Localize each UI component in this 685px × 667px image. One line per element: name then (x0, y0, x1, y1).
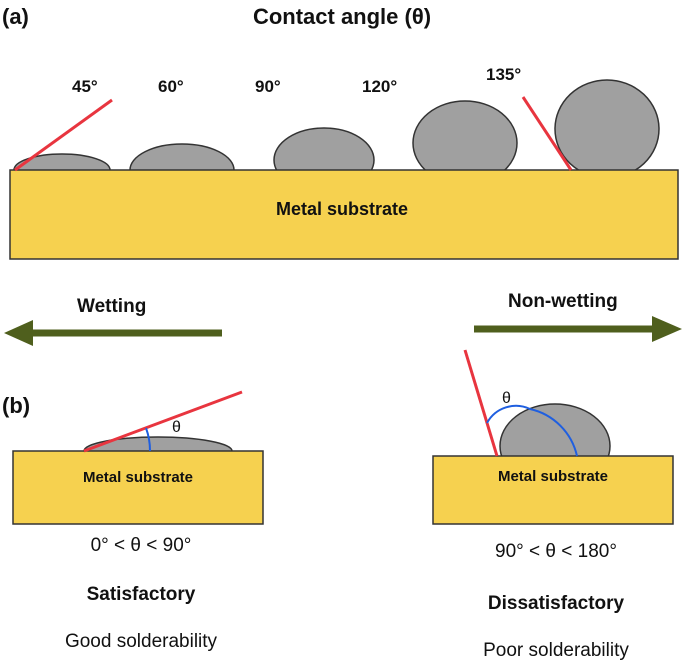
tangent-line-135 (521, 96, 573, 171)
substrate-label-b-left: Metal substrate (83, 469, 193, 486)
note-poor-solderability: Poor solderability (483, 640, 629, 661)
angle-label-45: 45° (72, 77, 98, 96)
tangent-line-non-wetting (463, 349, 499, 457)
substrate-label-a: Metal substrate (276, 199, 408, 219)
range-label-left: 0° < θ < 90° (91, 535, 192, 556)
substrate-label-b-right: Metal substrate (498, 468, 608, 485)
wetting-label: Wetting (77, 296, 146, 317)
metal-substrate-b-left (12, 450, 264, 525)
panel-a-title: Contact angle (θ) (253, 4, 431, 29)
panel-b-label: (b) (2, 393, 30, 418)
metal-substrate-a (9, 169, 679, 260)
angle-label-60: 60° (158, 77, 184, 96)
non-wetting-arrow (474, 316, 682, 342)
metal-substrate-b-right (432, 455, 674, 525)
angle-label-135: 135° (486, 65, 521, 84)
wetting-arrow (4, 320, 222, 346)
verdict-dissatisfactory: Dissatisfactory (488, 593, 625, 614)
angle-arc-wetting (145, 427, 152, 452)
angle-label-120: 120° (362, 77, 397, 96)
panel-a-label: (a) (2, 4, 29, 29)
angle-label-90: 90° (255, 77, 281, 96)
droplet-135 (554, 79, 660, 179)
tangent-line-wetting (83, 390, 243, 453)
theta-label-right: θ (502, 390, 511, 407)
angle-arc-non-wetting (486, 404, 578, 457)
non-wetting-label: Non-wetting (508, 291, 618, 312)
tangent-line-45 (14, 98, 113, 172)
verdict-satisfactory: Satisfactory (87, 584, 196, 605)
theta-label-left: θ (172, 419, 181, 436)
note-good-solderability: Good solderability (65, 631, 218, 652)
range-label-right: 90° < θ < 180° (495, 541, 617, 562)
